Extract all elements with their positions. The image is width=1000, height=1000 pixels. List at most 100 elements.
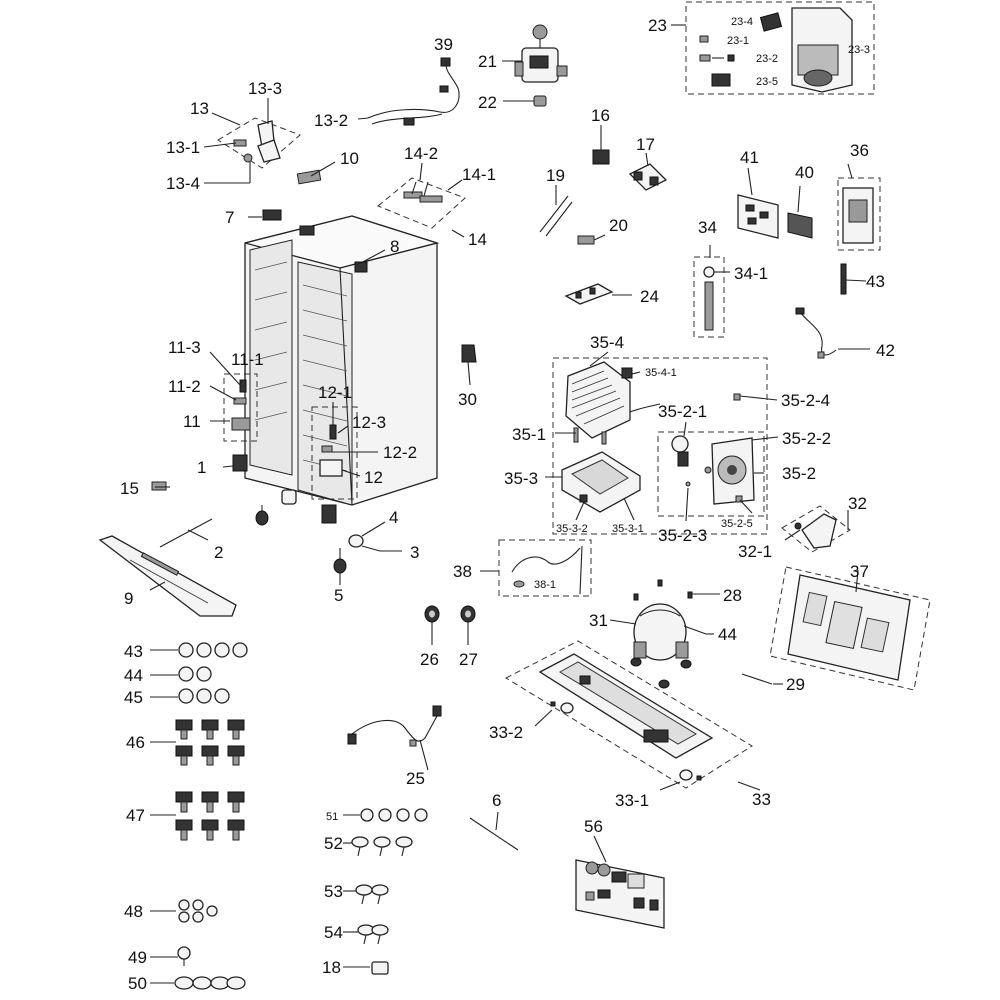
label-23-3: 23-3 [848,44,870,56]
label-33-1: 33-1 [615,791,649,810]
label-12-3: 12-3 [352,413,386,432]
label-24: 24 [640,287,659,306]
hinge-part-7 [262,209,282,221]
part-29 [741,673,773,685]
label-35-1: 35-1 [512,425,546,444]
base-part-35-3 [561,451,641,513]
control-board-part-56 [575,859,665,929]
label-17: 17 [636,135,655,154]
label-25: 25 [406,769,425,788]
label-56: 56 [584,817,603,836]
label-44: 44 [124,666,143,685]
screws-part-52 [351,836,413,857]
label-51: 51 [326,811,338,823]
label-52: 52 [324,834,343,853]
label-35-2-3: 35-2-3 [658,526,707,545]
label-12-2: 12-2 [383,443,417,462]
cover-part-32 [781,505,851,553]
screws-part-44-row [178,666,212,682]
label-10: 10 [340,149,359,168]
door-switch-part-11-group [223,373,258,442]
label-4: 4 [389,508,398,527]
label-32-1: 32-1 [738,542,772,561]
compressor-unit-part-35-group [552,357,768,535]
screws-part-43-row [178,642,248,658]
label-6: 6 [492,791,501,810]
label-33: 33 [752,790,771,809]
label-23-2: 23-2 [756,53,778,65]
label-53: 53 [324,882,343,901]
label-38-1: 38-1 [534,579,556,591]
screw-part-49 [177,946,191,966]
label-13: 13 [190,99,209,118]
label-13-1: 13-1 [166,138,200,157]
label-35-2-5: 35-2-5 [721,518,753,530]
caster-part-left [255,489,297,526]
label-36: 36 [850,141,869,160]
condenser-part-35-4 [565,361,661,439]
label-35-3-1: 35-3-1 [612,523,644,535]
part-43-small [840,263,847,295]
label-35-2-4: 35-2-4 [781,391,830,410]
label-27: 27 [459,650,478,669]
label-41: 41 [740,148,759,167]
roller-part-4 [321,504,381,552]
back-cover-part-37 [769,566,931,691]
label-11-2: 11-2 [168,377,201,396]
label-16: 16 [591,106,610,125]
label-23-1: 23-1 [727,35,749,47]
screws-part-54 [357,924,389,945]
refrigerator-cabinet [244,215,440,506]
base-plate-part-33-group [504,640,753,789]
screws-part-51 [360,808,428,822]
label-14-1: 14-1 [462,165,496,184]
clips-part-48 [178,899,218,923]
label-37: 37 [850,562,869,581]
leveling-leg-part-5 [333,548,347,574]
label-8: 8 [390,237,399,256]
label-30: 30 [458,390,477,409]
label-48: 48 [124,902,143,921]
label-26: 26 [420,650,439,669]
part-15 [151,481,167,491]
part-18 [371,961,389,975]
label-31: 31 [589,611,608,630]
leader-lines [149,24,870,984]
screws-part-50 [174,976,246,990]
label-33-2: 33-2 [489,723,523,742]
label-12-1: 12-1 [318,383,352,402]
label-1: 1 [197,458,206,477]
ice-maker-part-23-group [685,1,875,95]
hinge-part-13-group [217,117,301,169]
base-grille-part-9 [98,535,237,617]
label-43-right: 43 [866,272,885,291]
label-12: 12 [364,468,383,487]
label-32: 32 [848,494,867,513]
tube-part-6 [469,817,519,851]
label-20: 20 [609,216,628,235]
label-45: 45 [124,688,143,707]
part-2 [159,518,213,548]
label-34: 34 [698,218,717,237]
label-35-2: 35-2 [782,464,816,483]
label-23-4: 23-4 [731,16,753,28]
label-19: 19 [546,166,565,185]
part-12-group [311,406,358,500]
label-49: 49 [128,948,147,967]
label-18: 18 [322,958,341,977]
label-23: 23 [648,16,667,35]
label-39: 39 [434,35,453,54]
bracket-part-35-1 [573,427,607,445]
bolts-part-46 [175,719,245,766]
wire-harness-part-13-2 [367,57,460,126]
label-14: 14 [468,230,487,249]
label-47: 47 [126,806,145,825]
part-16 [592,149,610,165]
clamp-part-30 [461,344,477,363]
label-43: 43 [124,642,143,661]
label-21: 21 [478,52,497,71]
label-11-3: 11-3 [168,338,201,357]
label-35-4: 35-4 [590,333,624,352]
label-14-2: 14-2 [404,144,438,163]
tube-part-19 [539,195,573,237]
